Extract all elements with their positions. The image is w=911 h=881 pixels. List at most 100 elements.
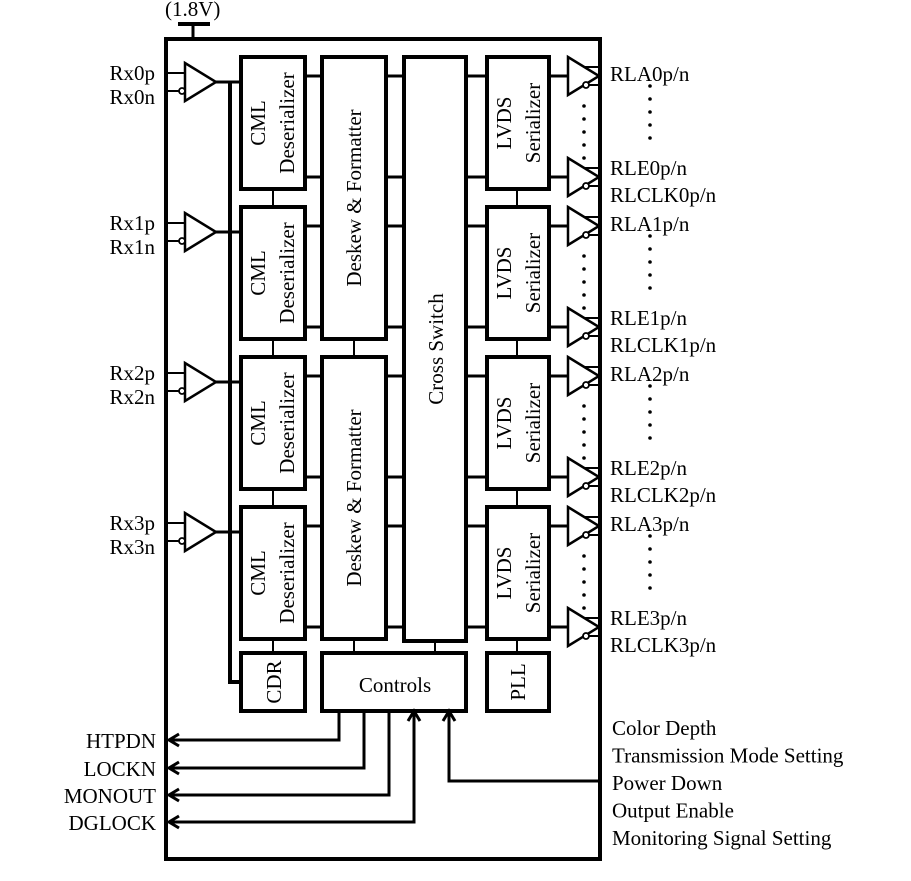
- status-output-label: MONOUT: [64, 784, 156, 808]
- inverting-bubble-icon: [582, 632, 590, 640]
- inverting-bubble-icon: [582, 531, 590, 539]
- inverting-bubble-icon: [582, 81, 590, 89]
- lvds-serializer-block: [485, 55, 551, 191]
- ellipsis-dot-icon: [582, 593, 586, 597]
- formatter-label: Deskew & Formatter: [342, 109, 366, 286]
- ellipsis-dot-icon: [582, 117, 586, 121]
- deserializer-label-line1: CML: [246, 100, 270, 146]
- serializer-label-line2: Serializer: [521, 233, 545, 313]
- input-label-p: Rx2p: [109, 361, 155, 385]
- ellipsis-dot-icon: [582, 554, 586, 558]
- output-label-first: RLA1p/n: [610, 212, 690, 236]
- ellipsis-dot-icon: [648, 84, 652, 88]
- control-input-wire: [447, 711, 600, 783]
- ellipsis-dot-icon: [648, 97, 652, 101]
- ellipsis-dot-icon: [582, 306, 586, 310]
- output-label-last: RLE1p/n: [610, 306, 687, 330]
- serializer-label-line2: Serializer: [521, 83, 545, 163]
- lvds-driver-icon: [566, 204, 602, 248]
- ellipsis-dot-icon: [648, 410, 652, 414]
- lvds-driver-icon: [566, 305, 602, 349]
- inverting-bubble-icon: [178, 87, 186, 95]
- output-label-clock: RLCLK2p/n: [610, 483, 717, 507]
- pll-block: [485, 651, 551, 713]
- arrow-left-icon: [166, 787, 180, 803]
- inverting-bubble-icon: [582, 482, 590, 490]
- output-label-last: RLE2p/n: [610, 456, 687, 480]
- lvds-driver-icon: [566, 354, 602, 398]
- ellipsis-dot-icon: [582, 104, 586, 108]
- receiver-buffer-icon: [183, 60, 219, 104]
- output-label-last: RLE0p/n: [610, 156, 687, 180]
- output-label-clock: RLCLK1p/n: [610, 333, 717, 357]
- serializer-label-line1: LVDS: [492, 247, 516, 300]
- arrow-left-icon: [166, 760, 180, 776]
- ellipsis-dot-icon: [582, 606, 586, 610]
- ellipsis-dot-icon: [582, 456, 586, 460]
- deserializer-label-line2: Deserializer: [275, 372, 299, 473]
- lvds-driver-icon: [566, 455, 602, 499]
- ellipsis-dot-icon: [582, 130, 586, 134]
- cml-deserializer-block: [239, 205, 307, 341]
- cdr-label: CDR: [262, 660, 286, 703]
- cross-switch-label: Cross Switch: [424, 293, 448, 405]
- lvds-driver-icon: [566, 504, 602, 548]
- input-label-p: Rx0p: [109, 61, 155, 85]
- output-drivers: RLA0p/nRLE0p/nRLCLK0p/nRLA1p/nRLE1p/nRLC…: [549, 54, 717, 657]
- serializer-label-line2: Serializer: [521, 383, 545, 463]
- ellipsis-dot-icon: [582, 143, 586, 147]
- control-input-label: Power Down: [612, 771, 723, 795]
- receiver-buffer-icon: [183, 510, 219, 554]
- serializer-label-line1: LVDS: [492, 547, 516, 600]
- cml-deserializer-block: [239, 505, 307, 641]
- input-label-n: Rx3n: [109, 535, 155, 559]
- output-label-clock: RLCLK3p/n: [610, 633, 717, 657]
- lvds-driver-icon: [566, 155, 602, 199]
- inverting-bubble-icon: [582, 332, 590, 340]
- ellipsis-dot-icon: [648, 286, 652, 290]
- cross-switch-block: [402, 55, 468, 643]
- serializer-label-line1: LVDS: [492, 397, 516, 450]
- ellipsis-dot-icon: [582, 567, 586, 571]
- ellipsis-dot-icon: [582, 254, 586, 258]
- status-output-wire: [169, 711, 416, 824]
- arrow-left-icon: [166, 814, 180, 830]
- ellipsis-dot-icon: [648, 384, 652, 388]
- ellipsis-dot-icon: [582, 417, 586, 421]
- ellipsis-dot-icon: [648, 273, 652, 277]
- deserializer-label-line1: CML: [246, 400, 270, 446]
- ellipsis-dot-icon: [648, 136, 652, 140]
- cml-deserializer-block: [239, 55, 307, 191]
- formatter-label: Deskew & Formatter: [342, 409, 366, 586]
- ellipsis-dot-icon: [648, 247, 652, 251]
- ellipsis-dot-icon: [648, 397, 652, 401]
- lvds-serializer-block: [485, 505, 551, 641]
- control-input-label: Color Depth: [612, 716, 717, 740]
- output-label-last: RLE3p/n: [610, 606, 687, 630]
- ellipsis-dot-icon: [582, 267, 586, 271]
- ellipsis-dot-icon: [582, 404, 586, 408]
- ellipsis-dot-icon: [648, 110, 652, 114]
- pll-label: PLL: [506, 663, 530, 700]
- output-label-first: RLA2p/n: [610, 362, 690, 386]
- status-output-label: DGLOCK: [69, 811, 157, 835]
- chip-outline: [164, 37, 602, 861]
- ellipsis-dot-icon: [648, 123, 652, 127]
- control-input-label: Output Enable: [612, 799, 734, 823]
- input-label-n: Rx2n: [109, 385, 155, 409]
- ellipsis-dot-icon: [648, 234, 652, 238]
- ellipsis-dot-icon: [582, 580, 586, 584]
- status-output-wire: [169, 711, 366, 770]
- ellipsis-dot-icon: [648, 436, 652, 440]
- ellipsis-dot-icon: [582, 443, 586, 447]
- status-output-wire: [169, 711, 341, 742]
- inverting-bubble-icon: [582, 182, 590, 190]
- controls-label: Controls: [359, 673, 431, 697]
- ellipsis-dot-icon: [648, 560, 652, 564]
- serializer-label-line1: LVDS: [492, 97, 516, 150]
- ellipsis-dot-icon: [648, 423, 652, 427]
- control-input-label: Monitoring Signal Setting: [612, 826, 832, 850]
